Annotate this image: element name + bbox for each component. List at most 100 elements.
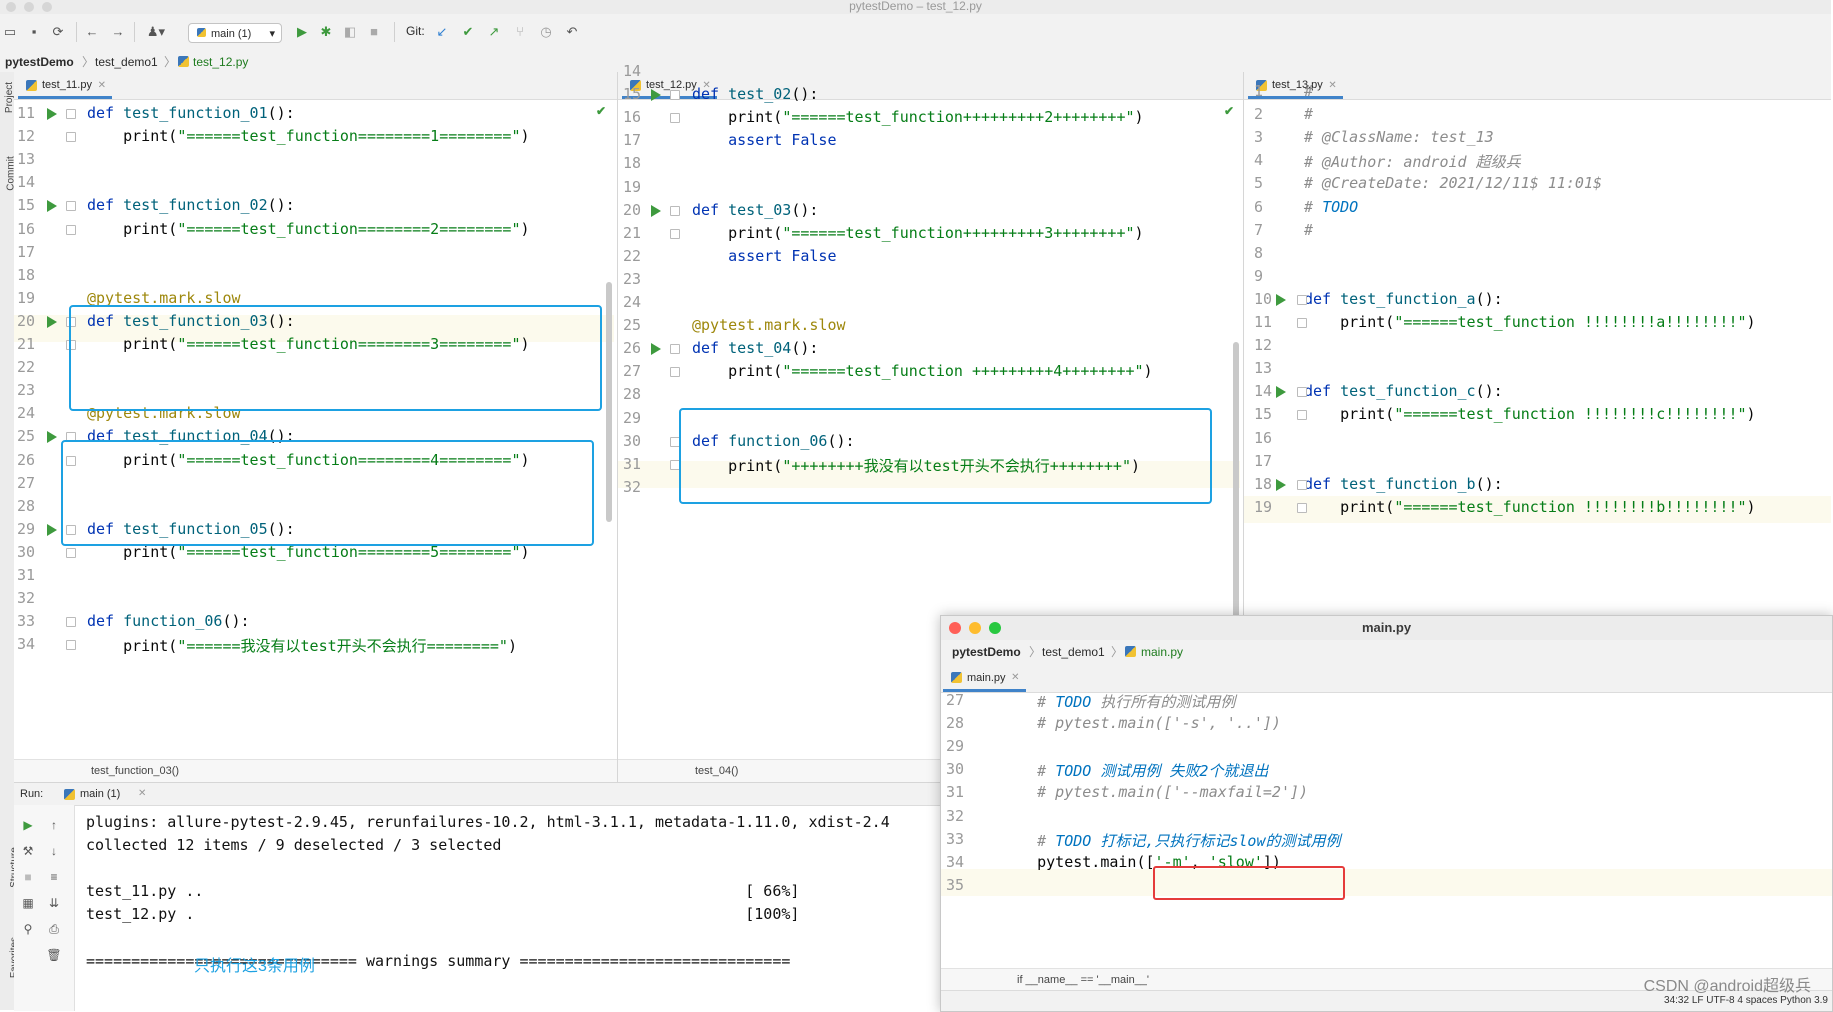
breadcrumb-project[interactable]: pytestDemo	[952, 645, 1021, 659]
fold-marker-icon[interactable]	[66, 340, 76, 350]
fold-marker-icon[interactable]	[66, 201, 76, 212]
breadcrumb-file[interactable]: main.py	[1141, 645, 1184, 659]
fold-marker-icon[interactable]	[1297, 410, 1307, 421]
tab-test-11[interactable]: test_11.py ✕	[18, 72, 112, 99]
fold-marker-icon[interactable]	[1297, 479, 1307, 490]
vertical-scrollbar[interactable]	[606, 282, 612, 522]
fold-marker-icon[interactable]	[66, 617, 76, 628]
stop-icon[interactable]: ■	[370, 24, 378, 39]
back-arrow-icon[interactable]: ←	[85, 24, 99, 39]
fold-marker-icon[interactable]	[1297, 318, 1307, 328]
fold-marker-icon[interactable]	[670, 113, 680, 124]
fold-marker-icon[interactable]	[670, 344, 680, 355]
zoom-window-button[interactable]	[42, 2, 52, 12]
layout-icon[interactable]: ▦	[22, 896, 34, 910]
line-number: 22	[623, 246, 642, 265]
git-branch-icon[interactable]: ⑂	[516, 24, 524, 39]
run-test-gutter-icon[interactable]	[47, 431, 57, 444]
scroll-down-icon[interactable]: ↓	[51, 844, 57, 858]
breadcrumb-folder[interactable]: test_demo1	[95, 55, 158, 69]
line-number: 15	[1254, 405, 1273, 424]
breadcrumb-project[interactable]: pytestDemo	[5, 55, 74, 69]
fold-marker-icon[interactable]	[1297, 294, 1307, 305]
scroll-to-end-icon[interactable]: ⇊	[48, 896, 60, 910]
code-line: print("++++++++我没有以test开头不会执行++++++++")	[692, 456, 1141, 475]
fold-marker-icon[interactable]	[66, 316, 76, 327]
run-test-gutter-icon[interactable]	[1276, 386, 1286, 399]
run-test-gutter-icon[interactable]	[1276, 293, 1286, 306]
print-icon[interactable]: ⎙	[49, 922, 59, 936]
code-line: print("======test_function========5=====…	[87, 542, 530, 561]
run-test-gutter-icon[interactable]	[651, 204, 661, 217]
fold-marker-icon[interactable]	[66, 524, 76, 535]
tab-main[interactable]: main.py ✕	[943, 664, 1026, 692]
debug-icon[interactable]: ✱	[320, 24, 332, 39]
run-test-gutter-icon[interactable]	[651, 89, 661, 102]
fold-marker-icon[interactable]	[66, 132, 76, 143]
pin-icon[interactable]: ⚲	[23, 922, 33, 936]
tab-test-12[interactable]: test_12.py ✕	[622, 72, 717, 99]
close-run-tab-icon[interactable]: ✕	[138, 788, 147, 799]
user-dropdown-icon[interactable]: ♟▾	[146, 24, 166, 39]
scroll-up-icon[interactable]: ↑	[51, 818, 57, 832]
fold-marker-icon[interactable]	[66, 547, 76, 558]
run-tab[interactable]: main (1)	[80, 788, 121, 800]
fold-marker-icon[interactable]	[1297, 502, 1307, 513]
tab-test-13[interactable]: test_13.py ✕	[1248, 72, 1343, 99]
run-configuration-select[interactable]: main (1)▾	[188, 23, 282, 43]
line-number: 13	[1254, 359, 1273, 378]
open-folder-icon[interactable]: ▭	[3, 24, 17, 39]
code-line: print("======test_function+++++++++2++++…	[692, 108, 1144, 127]
fold-marker-icon[interactable]	[66, 224, 76, 235]
line-number: 18	[1254, 474, 1273, 493]
close-tab-icon[interactable]: ✕	[702, 80, 711, 91]
fold-marker-icon[interactable]	[670, 90, 680, 101]
close-window-button[interactable]	[6, 2, 16, 12]
line-number: 17	[623, 131, 642, 150]
rerun-icon[interactable]: ▶	[23, 818, 33, 832]
minimize-window-button[interactable]	[24, 2, 34, 12]
vertical-scrollbar[interactable]	[1233, 342, 1239, 682]
run-test-gutter-icon[interactable]	[651, 343, 661, 356]
fold-marker-icon[interactable]	[66, 640, 76, 651]
close-tab-icon[interactable]: ✕	[1011, 672, 1020, 683]
run-test-gutter-icon[interactable]	[47, 315, 57, 328]
wrench-icon[interactable]: ⚒	[22, 844, 34, 858]
code-line: # @CreateDate: 2021/12/11$ 11:01$	[1304, 174, 1603, 193]
save-icon[interactable]: ▪	[31, 24, 37, 39]
forward-arrow-icon[interactable]: →	[111, 24, 125, 39]
close-tab-icon[interactable]: ✕	[1328, 80, 1337, 91]
run-test-gutter-icon[interactable]	[47, 200, 57, 213]
fold-marker-icon[interactable]	[66, 109, 76, 119]
code-line: # TODO 打标记,只执行标记slow的测试用例	[1001, 831, 1341, 850]
git-update-icon[interactable]: ↙	[436, 24, 448, 39]
run-test-gutter-icon[interactable]	[1276, 478, 1286, 491]
git-push-icon[interactable]: ↗	[488, 24, 500, 39]
run-test-gutter-icon[interactable]	[47, 108, 57, 120]
close-tab-icon[interactable]: ✕	[97, 80, 106, 91]
main-toolbar: ▭ ▪ ⟳ ← → ♟▾ main (1)▾ ▶ ✱ ◧ ■ Git: ↙ ✔ …	[0, 14, 1831, 53]
fold-marker-icon[interactable]	[1297, 387, 1307, 398]
fold-marker-icon[interactable]	[670, 205, 680, 216]
fold-marker-icon[interactable]	[670, 228, 680, 239]
breadcrumb-folder[interactable]: test_demo1	[1042, 645, 1105, 659]
trash-icon[interactable]: 🗑	[46, 948, 62, 962]
breadcrumb-file[interactable]: test_12.py	[193, 55, 249, 69]
code-line: def test_04():	[692, 339, 819, 358]
stop-icon[interactable]: ■	[24, 870, 32, 884]
window-title: pytestDemo – test_12.py	[849, 0, 982, 13]
coverage-icon[interactable]: ◧	[343, 24, 357, 39]
run-icon[interactable]: ▶	[297, 24, 307, 39]
soft-wrap-icon[interactable]: ≡	[50, 870, 58, 884]
rollback-icon[interactable]: ↶	[566, 24, 578, 39]
zoom-window-button[interactable]	[989, 622, 1001, 634]
run-test-gutter-icon[interactable]	[47, 523, 57, 536]
close-window-button[interactable]	[949, 622, 961, 634]
sync-icon[interactable]: ⟳	[52, 24, 64, 39]
fold-marker-icon[interactable]	[670, 367, 680, 378]
chevron-down-icon: ▾	[269, 28, 275, 40]
git-commit-icon[interactable]: ✔	[462, 24, 474, 39]
fold-marker-icon[interactable]	[66, 455, 76, 466]
minimize-window-button[interactable]	[969, 622, 981, 634]
history-icon[interactable]: ◷	[540, 24, 552, 39]
